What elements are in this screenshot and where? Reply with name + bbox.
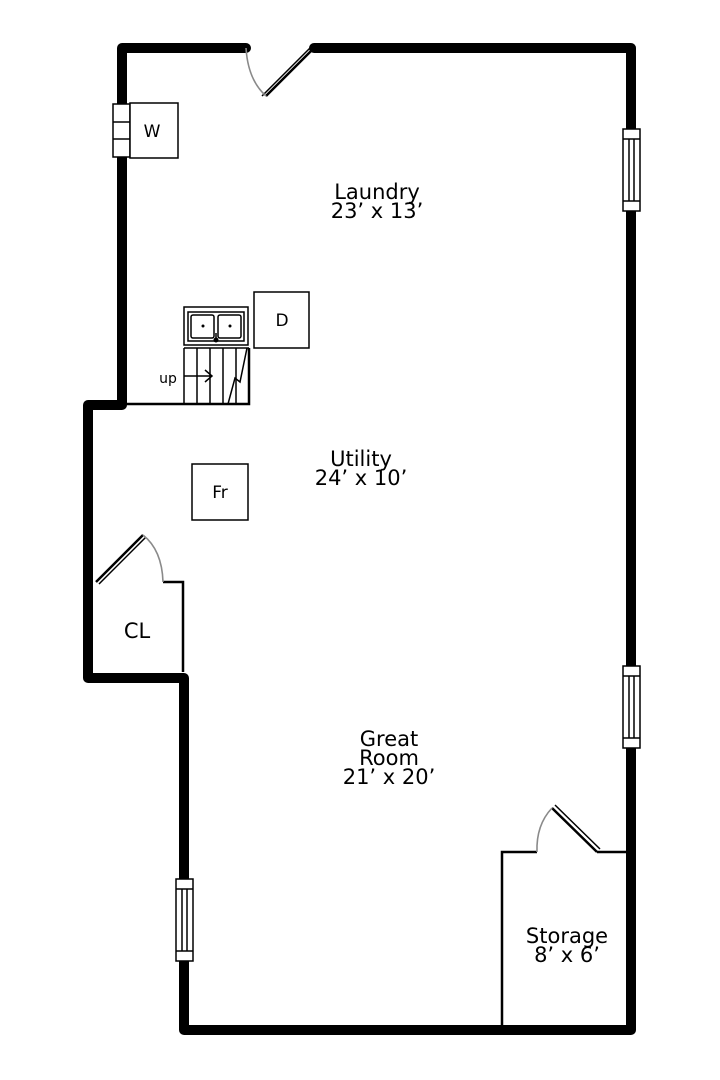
closet-name: CL — [124, 619, 151, 643]
great-room-size: 21’ x 20’ — [343, 765, 436, 789]
closet-wall — [163, 580, 185, 672]
great-room-name-line1: Great — [360, 727, 418, 751]
laundry-name: Laundry — [334, 180, 420, 204]
great-room-name-line2: Room — [359, 746, 419, 770]
window-right-middle — [622, 665, 641, 749]
closet-door — [95, 534, 164, 585]
washer: W — [129, 102, 179, 159]
stair-wall — [122, 348, 251, 406]
stairs-up-label: up — [159, 371, 177, 387]
fridge-label: Fr — [212, 483, 228, 503]
stairs: up — [159, 347, 249, 405]
window-left-top — [112, 103, 131, 158]
utility-size: 24’ x 10’ — [315, 466, 408, 490]
storage-wall — [500, 850, 537, 1030]
entry-door — [245, 47, 315, 97]
dryer-label: D — [275, 311, 288, 331]
fridge: Fr — [191, 463, 249, 521]
exterior-wall — [83, 43, 636, 1035]
washer-label: W — [144, 122, 161, 142]
laundry-size: 23’ x 13’ — [331, 199, 424, 223]
storage-name: Storage — [526, 924, 608, 948]
utility-name: Utility — [330, 447, 392, 471]
dryer: D — [253, 291, 310, 349]
storage-size: 8’ x 6’ — [534, 943, 600, 967]
laundry-sink — [183, 306, 249, 346]
window-left-bottom — [175, 878, 194, 962]
window-right-top — [622, 128, 641, 212]
storage-door — [536, 804, 601, 853]
